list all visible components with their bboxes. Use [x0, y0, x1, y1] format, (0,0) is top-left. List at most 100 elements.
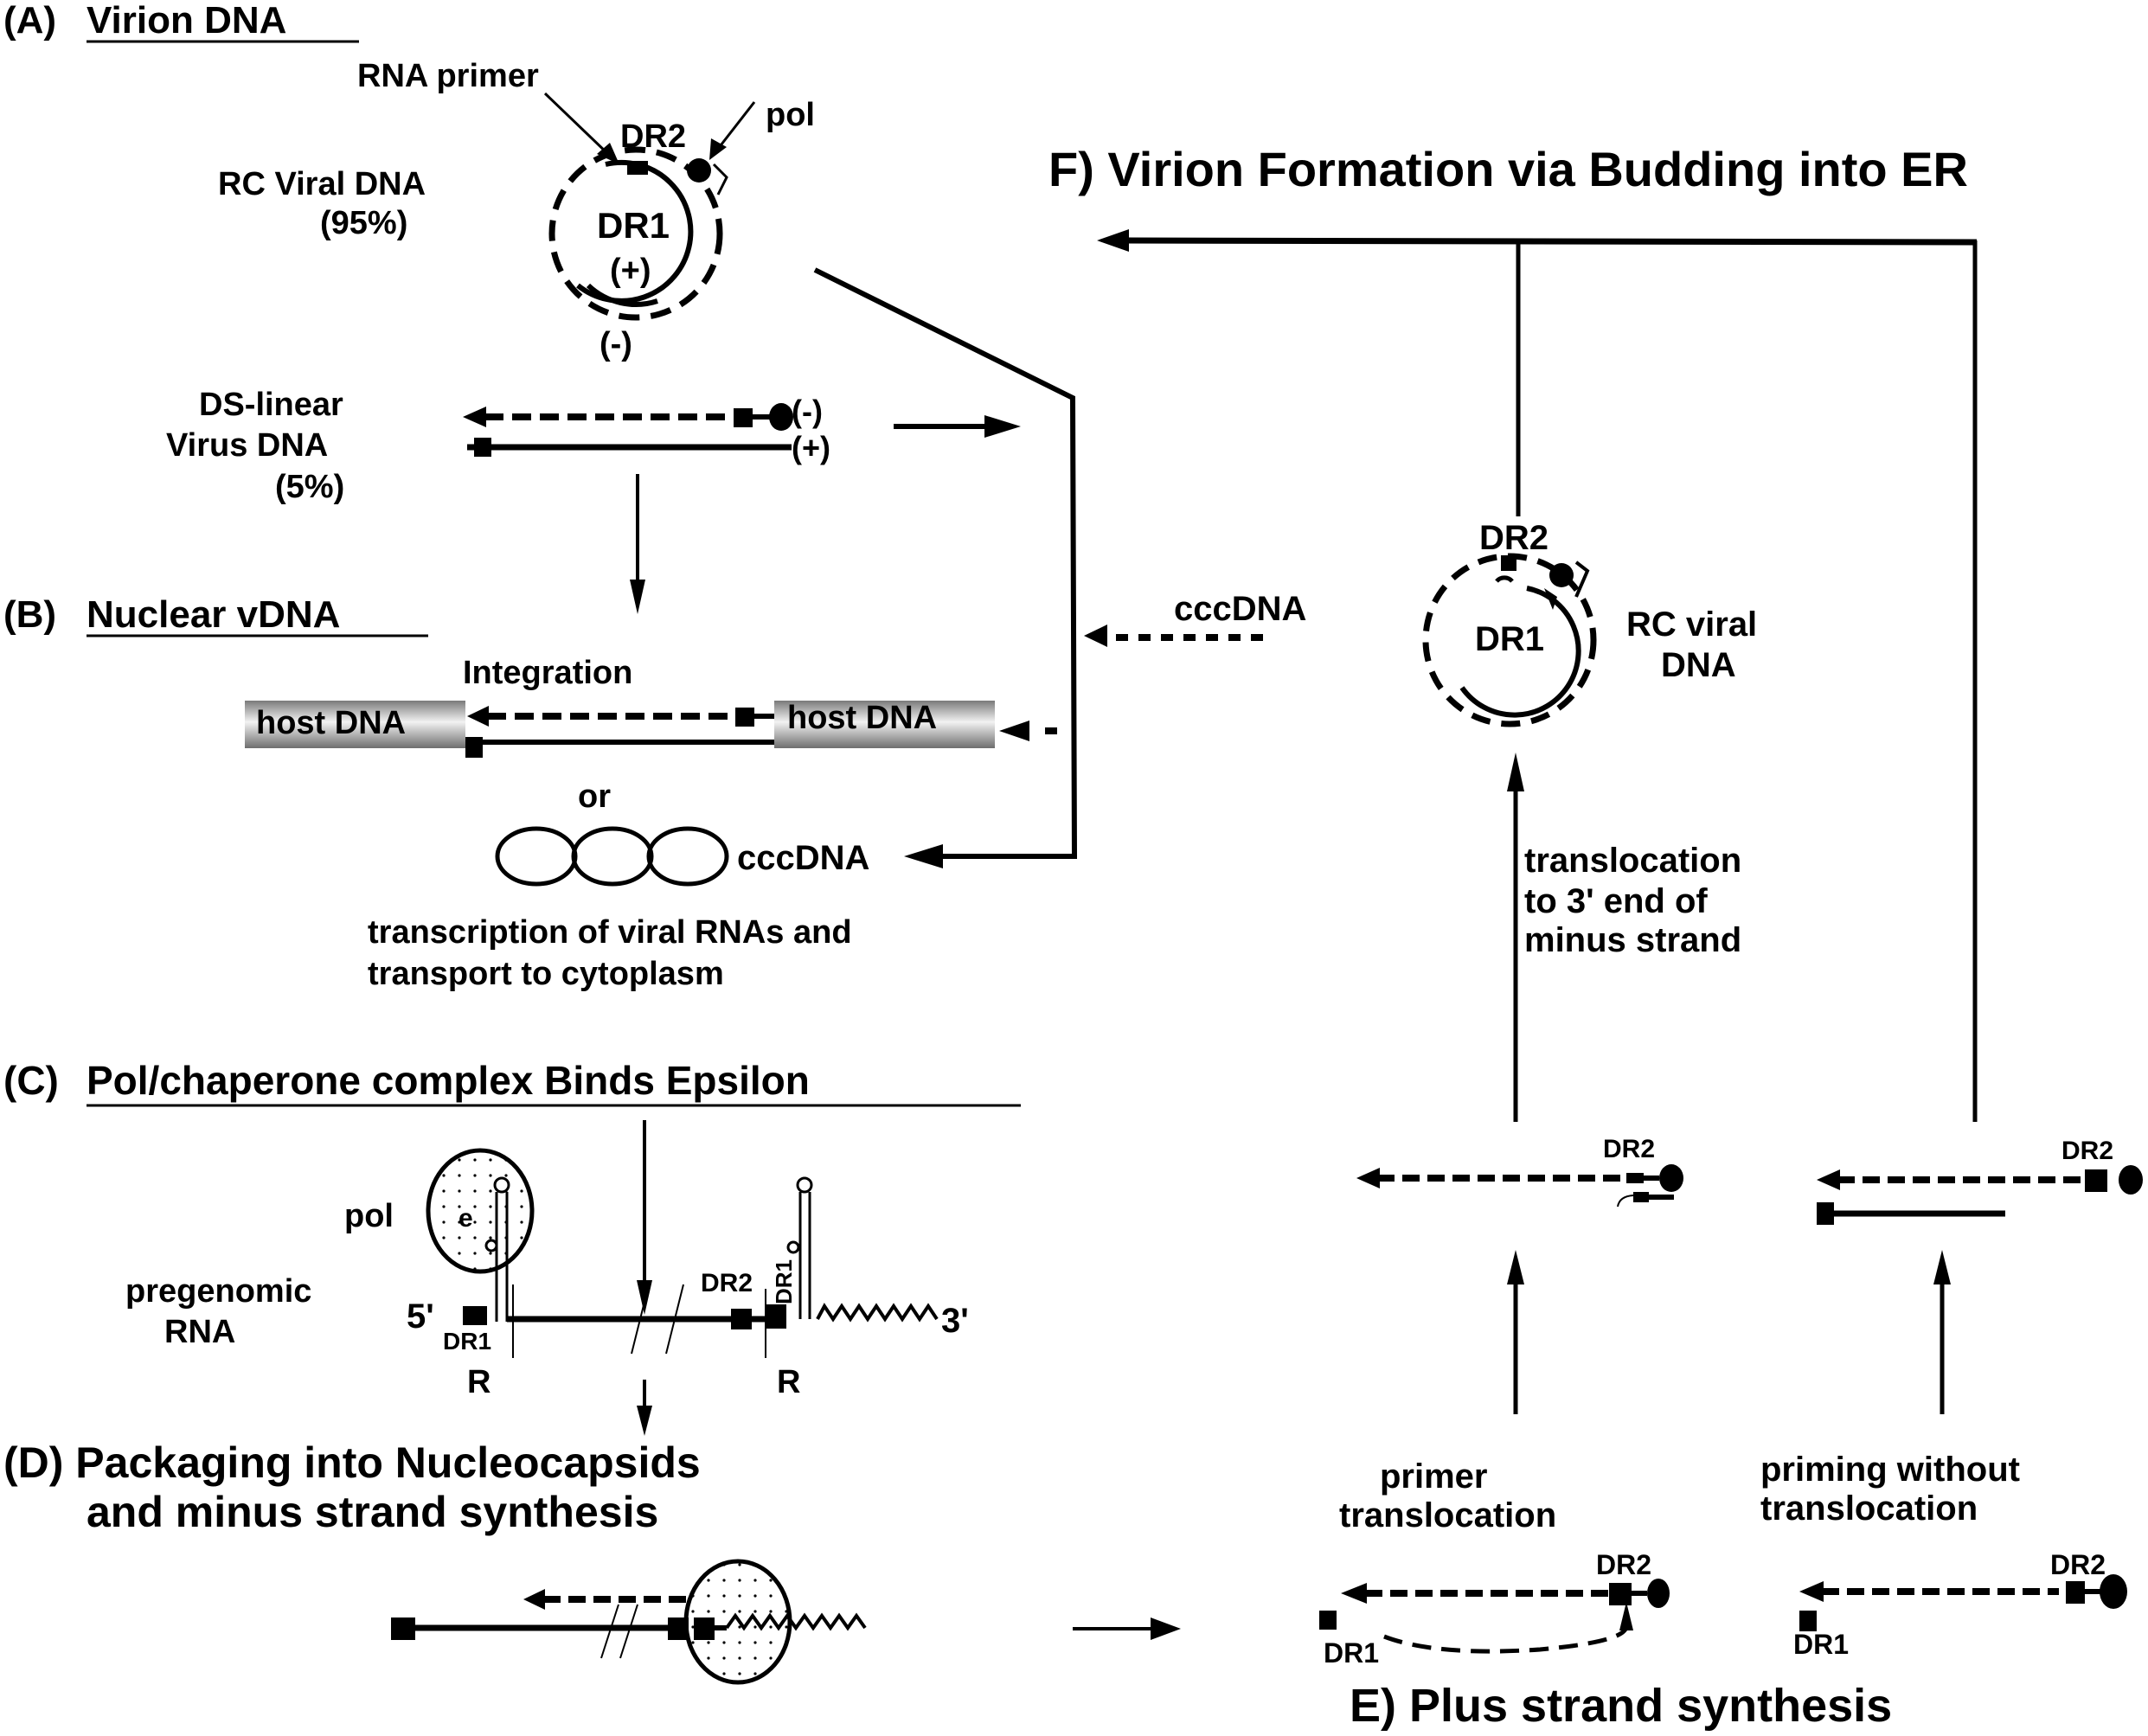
pol-c-label: pol	[344, 1198, 394, 1234]
rc-to-cccdna-line	[813, 267, 1078, 859]
arrowhead	[637, 1406, 652, 1436]
dr2-box	[627, 161, 648, 175]
rc-viral-label: RC viral	[1626, 605, 1757, 644]
right-dr2-label: DR2	[1479, 519, 1548, 557]
mid-strand-left	[1356, 1164, 1683, 1208]
five-prime-label: 5'	[407, 1297, 434, 1336]
transcription-line-1: transcription of viral RNAs and	[368, 914, 852, 951]
rc-viral-dna-label: RC Viral DNA	[218, 166, 426, 202]
ds-linear-dna	[463, 403, 793, 457]
epsilon-stem-loop-right	[786, 1176, 813, 1319]
cccdna-circles	[495, 826, 729, 887]
r-left-label: R	[467, 1364, 491, 1400]
arrowhead	[1097, 229, 1129, 252]
section-a-title: Virion DNA	[87, 0, 286, 42]
rc-minus-label: (-)	[600, 326, 632, 362]
right-cccdna-label: cccDNA	[1174, 590, 1306, 628]
integration-label: Integration	[463, 655, 632, 691]
epsilon-label: e	[458, 1204, 473, 1233]
arrowhead	[1084, 625, 1107, 647]
mid-dr2-left-label: DR2	[1603, 1135, 1655, 1163]
primer-line-2: translocation	[1339, 1496, 1556, 1534]
section-d-title-line-1: (D) Packaging into Nucleocapsids	[3, 1438, 701, 1487]
host-dna-right-label: host DNA	[787, 700, 937, 736]
arrowhead	[904, 844, 943, 868]
dash-mark	[1045, 727, 1057, 734]
break-mark	[665, 1284, 684, 1355]
arrowhead	[999, 721, 1029, 741]
rc-viral-dna-circle	[548, 146, 728, 321]
priming-line-1: priming without	[1760, 1451, 2020, 1489]
mid-dr2-right-label: DR2	[2061, 1137, 2113, 1165]
rc-viral-dna-percent: (95%)	[320, 205, 407, 241]
dr2-c-label: DR2	[701, 1269, 753, 1297]
section-f-title: F) Virion Formation via Budding into ER	[1048, 142, 1968, 196]
bottom-dr2-left-label: DR2	[1596, 1549, 1651, 1580]
arrowhead	[1933, 1250, 1951, 1284]
translocation-line-3: minus strand	[1524, 921, 1741, 959]
pregenomic-label: pregenomic	[125, 1273, 311, 1310]
mid-strand-right	[1817, 1165, 2143, 1225]
arrowhead	[637, 1280, 652, 1315]
ds-linear-label: DS-linear	[199, 387, 343, 423]
dr1-box	[463, 1306, 487, 1325]
transcription-line-2: transport to cytoplasm	[368, 956, 724, 992]
arrowhead	[984, 415, 1021, 438]
section-b-prefix: (B)	[3, 593, 56, 636]
ds-plus-label: (+)	[792, 430, 830, 465]
nucleocapsid-diagram	[391, 1559, 867, 1685]
arrowhead	[630, 580, 645, 614]
bottom-strand-left	[1319, 1579, 1670, 1654]
rc-viral-dna-right-label: DNA	[1661, 646, 1736, 684]
arrowhead	[1151, 1617, 1181, 1640]
dr1-c-label: DR1	[443, 1328, 491, 1355]
bottom-dr1-left-label: DR1	[1324, 1637, 1379, 1669]
dr1-vertical-label: DR1	[771, 1259, 797, 1304]
section-e-title: E) Plus strand synthesis	[1350, 1680, 1892, 1732]
priming-line-2: translocation	[1760, 1489, 1978, 1528]
arrowhead	[1507, 753, 1524, 791]
host-dna-right-block	[774, 701, 995, 748]
right-dr1-label: DR1	[1475, 620, 1544, 658]
pol-arrow	[716, 101, 756, 150]
or-label: or	[578, 778, 611, 815]
ds-minus-label: (-)	[792, 394, 823, 429]
section-b-title: Nuclear vDNA	[87, 593, 340, 636]
arrowhead	[1507, 1250, 1524, 1284]
rna-primer-label: RNA primer	[357, 58, 539, 94]
translocation-line-1: translocation	[1524, 842, 1741, 880]
primer-line-1: primer	[1380, 1457, 1488, 1496]
bottom-dr2-right-label: DR2	[2050, 1549, 2106, 1580]
three-prime-label: 3'	[941, 1302, 969, 1340]
host-dna-left-block	[245, 701, 465, 748]
arrowhead	[709, 138, 727, 160]
section-d-title-line-2: and minus strand synthesis	[87, 1488, 658, 1536]
rna-primer-arrow	[543, 92, 612, 157]
epsilon-stem-loop-left	[484, 1176, 510, 1322]
ds-percent-label: (5%)	[275, 469, 344, 505]
rc-dr2-label: DR2	[620, 119, 686, 155]
r-right-label: R	[777, 1364, 800, 1400]
arrowhead	[597, 143, 619, 164]
section-c-title: Pol/chaperone complex Binds Epsilon	[87, 1058, 810, 1103]
bottom-strand-right	[1799, 1574, 2127, 1631]
pregenomic-rna-label: RNA	[164, 1314, 235, 1350]
host-dna-left-label: host DNA	[256, 705, 406, 741]
poly-a-tail	[816, 1303, 939, 1323]
dr2-box	[731, 1309, 752, 1329]
virion-formation-line	[1124, 237, 1978, 246]
bottom-dr1-right-label: DR1	[1793, 1629, 1849, 1660]
cccdna-label: cccDNA	[737, 839, 869, 877]
rc-dr1-label: DR1	[597, 205, 670, 246]
integration-diagram	[245, 701, 995, 758]
ds-virus-dna-label: Virus DNA	[166, 427, 328, 464]
break-mark	[631, 1284, 650, 1355]
rc-plus-label: (+)	[610, 253, 651, 289]
polymerase-circle	[426, 1148, 535, 1274]
translocation-line-2: to 3' end of	[1524, 882, 1708, 920]
dr1-box	[766, 1304, 786, 1329]
right-rc-circle	[1422, 553, 1597, 727]
polymerase-dot	[687, 158, 711, 183]
pol-label: pol	[766, 97, 815, 133]
